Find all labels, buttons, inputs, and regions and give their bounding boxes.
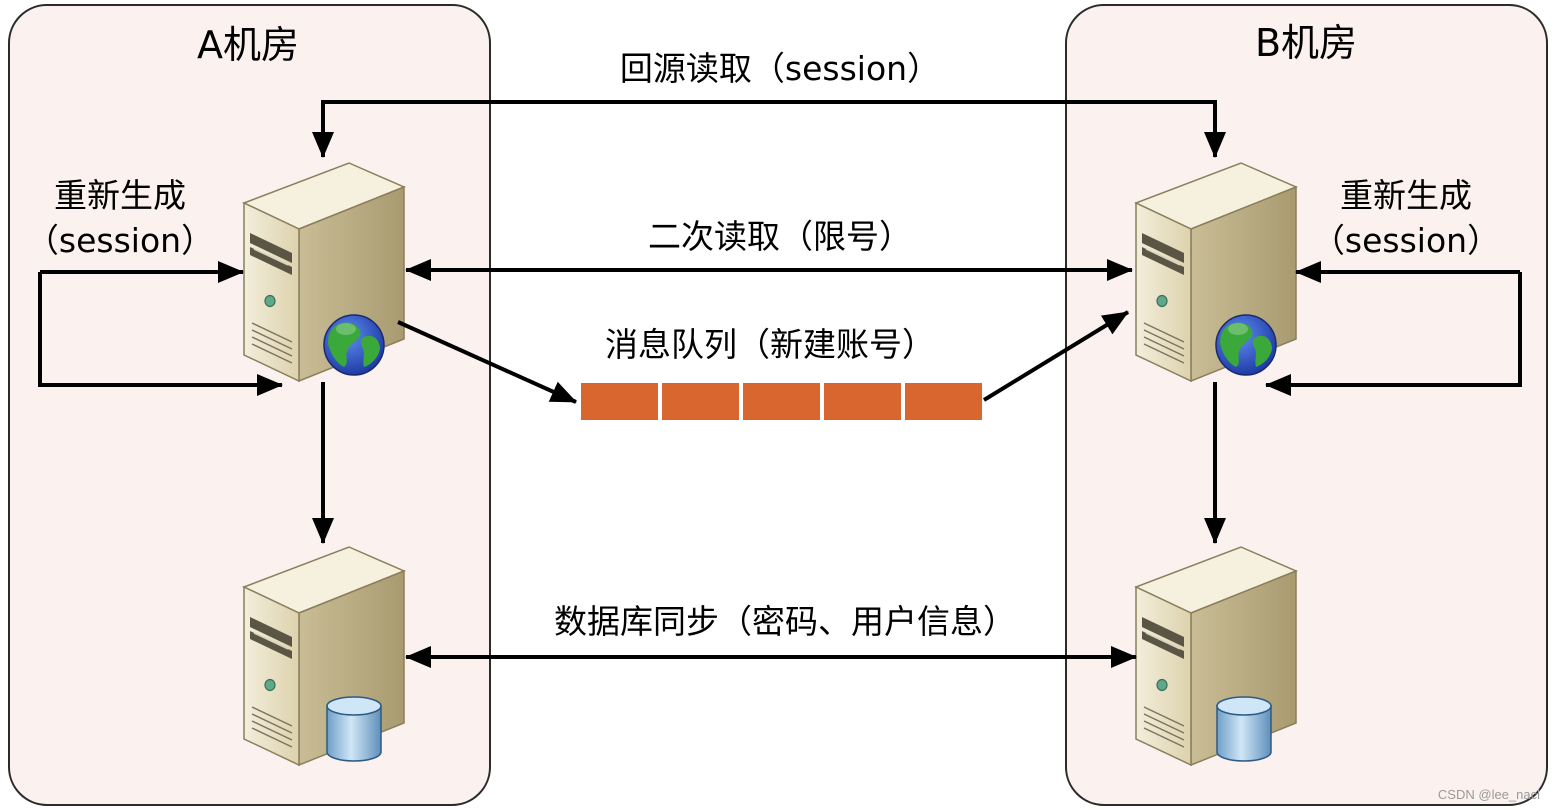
room-b-regenerate-loop-arrow — [1265, 272, 1522, 396]
queue-block-2 — [662, 383, 739, 420]
message-queue-label: 消息队列（新建账号） — [605, 325, 935, 364]
secondary-read-label: 二次读取（限号） — [648, 217, 912, 256]
room-b-session-label: （session） — [1312, 221, 1500, 260]
watermark: CSDN @lee_nacl — [1438, 787, 1540, 802]
room-b-regenerate-label: 重新生成 — [1340, 176, 1472, 215]
room-b-title: B机房 — [1255, 21, 1357, 65]
room-a-regenerate-loop-arrow — [38, 272, 283, 396]
origin-read-arrow — [312, 100, 1226, 158]
room-a-title: A机房 — [197, 23, 299, 67]
room-a-database-cylinder-icon — [326, 696, 382, 762]
queue-block-1 — [581, 383, 658, 420]
room-a-globe-icon — [323, 314, 385, 376]
db-sync-label: 数据库同步（密码、用户信息） — [554, 602, 1016, 641]
room-b-database-cylinder-icon — [1216, 696, 1272, 762]
room-b-globe-icon — [1215, 314, 1277, 376]
room-a-regenerate-label: 重新生成 — [54, 176, 186, 215]
room-b-database-server-icon — [1135, 546, 1297, 766]
queue-out-arrow — [982, 310, 1130, 402]
queue-block-3 — [743, 383, 820, 420]
message-queue-icon — [581, 383, 982, 420]
room-a-session-label: （session） — [26, 221, 214, 260]
queue-block-4 — [824, 383, 901, 420]
queue-block-5 — [905, 383, 982, 420]
origin-read-label: 回源读取（session） — [620, 49, 940, 88]
queue-in-arrow — [397, 320, 577, 404]
